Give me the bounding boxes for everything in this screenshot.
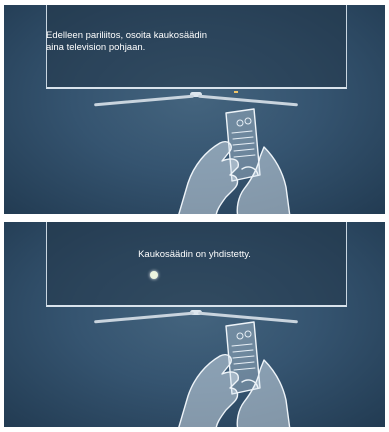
pairing-step-panel: Edelleen pariliitos, osoita kaukosäädin … bbox=[4, 5, 385, 214]
hands-holding-remote-icon bbox=[176, 105, 292, 214]
hands-holding-remote-icon bbox=[176, 318, 292, 427]
connected-led-icon bbox=[150, 271, 158, 279]
pairing-instruction-text: Edelleen pariliitos, osoita kaukosäädin … bbox=[46, 30, 207, 54]
tv-screen bbox=[46, 222, 347, 307]
connected-status-text: Kaukosäädin on yhdistetty. bbox=[4, 249, 385, 261]
connected-step-panel: Kaukosäädin on yhdistetty. bbox=[4, 222, 385, 427]
tv-indicator-light bbox=[234, 91, 238, 93]
